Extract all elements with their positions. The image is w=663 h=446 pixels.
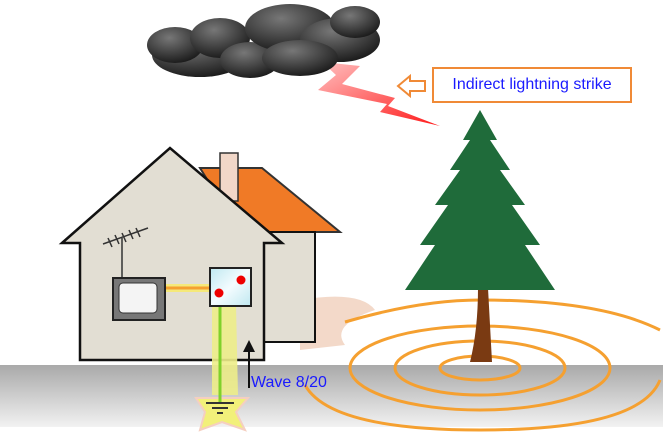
storm-cloud <box>147 4 380 78</box>
tv-icon <box>112 277 166 321</box>
red-dot <box>236 275 246 285</box>
surge-path <box>212 305 238 395</box>
tree-trunk <box>470 288 492 362</box>
surge-protector-box <box>209 267 252 307</box>
ground-heat-zone <box>300 296 375 350</box>
red-dot <box>214 288 224 298</box>
tree-foliage <box>405 110 555 290</box>
earth-symbol-icon <box>206 402 234 414</box>
wave-label: Wave 8/20 <box>251 374 327 391</box>
up-arrow-icon <box>243 340 255 388</box>
lightning-bolt <box>318 62 440 126</box>
extension-wall <box>261 231 316 343</box>
antenna-icon <box>102 227 149 278</box>
ground <box>0 365 663 427</box>
indirect-strike-text: Indirect lightning strike <box>452 76 612 93</box>
pointer-arrow-icon <box>396 73 426 99</box>
indirect-strike-label: Indirect lightning strike <box>432 67 632 103</box>
